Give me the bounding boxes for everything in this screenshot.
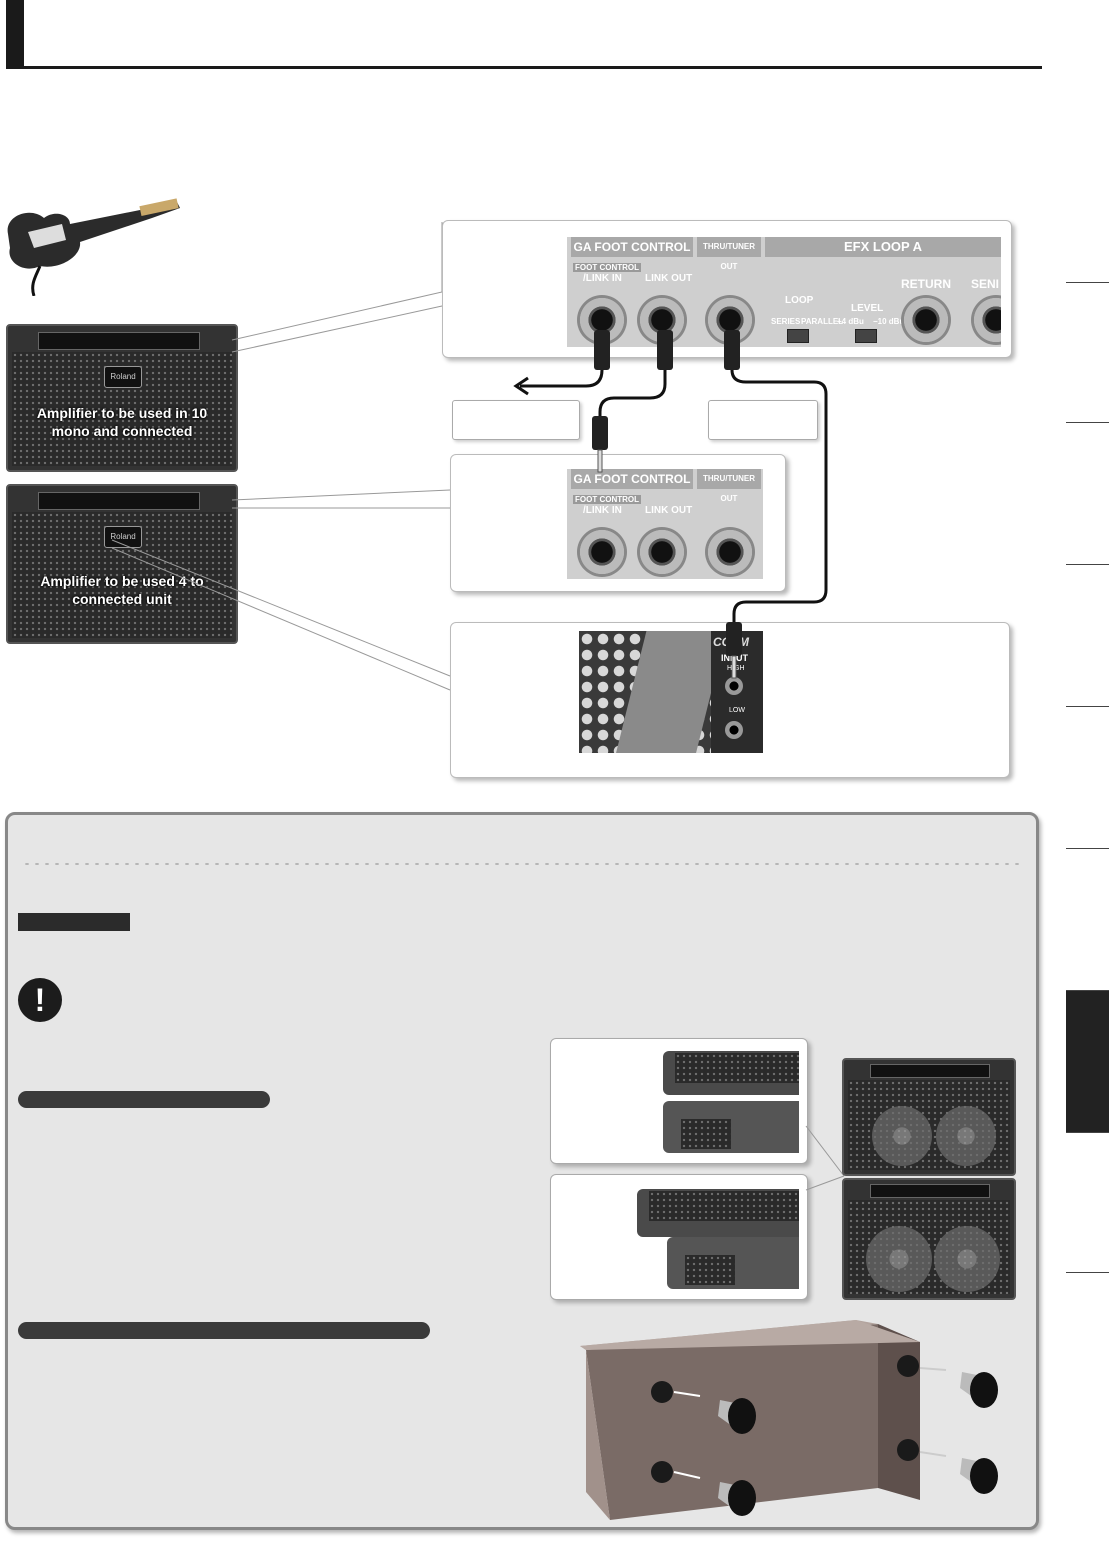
lower-jack-panel: GA FOOT CONTROL THRU/TUNER OUT FOOT CONT… [567, 469, 763, 579]
tuner-grille-photo: COSM INPUT HIGH LOW [579, 631, 763, 753]
low-input-jack[interactable] [725, 721, 743, 739]
warning-exclamation-icon: ! [18, 978, 62, 1022]
stacked-lower-amp [842, 1178, 1016, 1300]
note-heading-tag [18, 913, 130, 931]
parallel-label: PARALLEL [801, 317, 844, 326]
upper-amp-control-panel [38, 332, 200, 350]
section-header-block [6, 0, 24, 68]
upper-amp-caption: Amplifier to be used in 10 mono and conn… [36, 405, 208, 439]
low-label: LOW [729, 707, 745, 714]
caster-wheel-1 [673, 1391, 756, 1434]
stack-detail-leader-lines [805, 1125, 845, 1191]
link-in-label: /LINK IN [583, 273, 622, 284]
upper-amp-logo: Roland [104, 366, 142, 388]
stacked-lower-speaker-left [866, 1226, 932, 1292]
side-tab-bottom-rule [1066, 1272, 1109, 1273]
lower-ga-foot-control-heading: GA FOOT CONTROL [571, 469, 693, 489]
upper-jack-panel: GA FOOT CONTROL THRU/TUNER OUT EFX LOOP … [567, 237, 1001, 347]
level-label: LEVEL [851, 303, 884, 314]
stack-detail-bottom [550, 1174, 808, 1300]
lower-foot-control-label: FOOT CONTROL [573, 495, 641, 504]
ga-foot-control-heading: GA FOOT CONTROL [571, 237, 693, 257]
stack-detail-bottom-grille [649, 1191, 799, 1221]
side-tab-6-active[interactable] [1066, 990, 1109, 1133]
lower-panel-callout: GA FOOT CONTROL THRU/TUNER OUT FOOT CONT… [450, 454, 786, 592]
side-tab-3[interactable] [1066, 564, 1109, 707]
lower-amp-caption: Amplifier to be used 4 to connected unit [40, 573, 204, 607]
lower-link-in-jack[interactable] [577, 527, 627, 577]
stacking-heading-bar [18, 1091, 270, 1108]
stack-detail-top [550, 1038, 808, 1164]
casters-heading-bar [18, 1322, 430, 1339]
efx-loop-a-heading: EFX LOOP A [765, 237, 1001, 257]
lower-thru-tuner-out-jack[interactable] [705, 527, 755, 577]
stacked-lower-speaker-right [934, 1226, 1000, 1292]
link-out-label: LINK OUT [645, 273, 693, 284]
lower-link-out-jack[interactable] [637, 527, 687, 577]
caster-wheel-4 [919, 1451, 998, 1494]
foot-control-label: FOOT CONTROL [573, 263, 641, 272]
side-tab-4[interactable] [1066, 706, 1109, 849]
upper-amplifier: Roland Amplifier to be used in 10 mono a… [6, 324, 238, 472]
side-tab-5[interactable] [1066, 848, 1109, 991]
plus4-dbu-label: +4 dBu [837, 317, 864, 326]
stacked-upper-speaker-right [936, 1106, 996, 1166]
return-jack[interactable] [901, 295, 951, 345]
loop-switch[interactable] [787, 329, 809, 343]
caster-installation-illustration [580, 1320, 998, 1520]
stacked-upper-controls [870, 1064, 990, 1078]
lower-thru-tuner-out-heading: THRU/TUNER OUT [697, 469, 761, 503]
minus10-dbu-label: −10 dBu [873, 317, 905, 326]
section-header-rule [6, 66, 1042, 69]
link-in-bubble [452, 400, 580, 440]
stack-detail-bottom-lower-grille [685, 1255, 735, 1285]
stacked-upper-amp [842, 1058, 1016, 1176]
stack-detail-top-grille [675, 1053, 799, 1083]
side-tab-2[interactable] [1066, 422, 1109, 565]
stacked-upper-speaker-left [872, 1106, 932, 1166]
stacked-lower-controls [870, 1184, 990, 1198]
caster-wheel-3 [919, 1367, 998, 1408]
high-input-jack[interactable] [725, 677, 743, 695]
return-label: RETURN [901, 277, 951, 291]
tuner-out-bubble [708, 400, 818, 440]
caster-wheel-2 [673, 1471, 756, 1516]
connection-cables [513, 330, 828, 679]
level-switch[interactable] [855, 329, 877, 343]
stack-detail-top-lower-grille [681, 1119, 731, 1149]
side-tab-1[interactable] [1066, 282, 1109, 423]
thru-tuner-out-heading: THRU/TUNER OUT [697, 237, 761, 271]
send-label: SENI [971, 277, 1000, 291]
lower-amp-logo: Roland [104, 526, 142, 548]
loop-label: LOOP [785, 295, 814, 306]
lower-link-out-label: LINK OUT [645, 505, 693, 516]
lower-amp-control-panel [38, 492, 200, 510]
side-tab-7[interactable] [1066, 1132, 1109, 1273]
lower-link-in-label: /LINK IN [583, 505, 622, 516]
electric-guitar-illustration [7, 198, 180, 296]
lower-amplifier: Roland Amplifier to be used 4 to connect… [6, 484, 238, 644]
dotted-separator [22, 862, 1022, 866]
series-label: SERIES [771, 317, 801, 326]
